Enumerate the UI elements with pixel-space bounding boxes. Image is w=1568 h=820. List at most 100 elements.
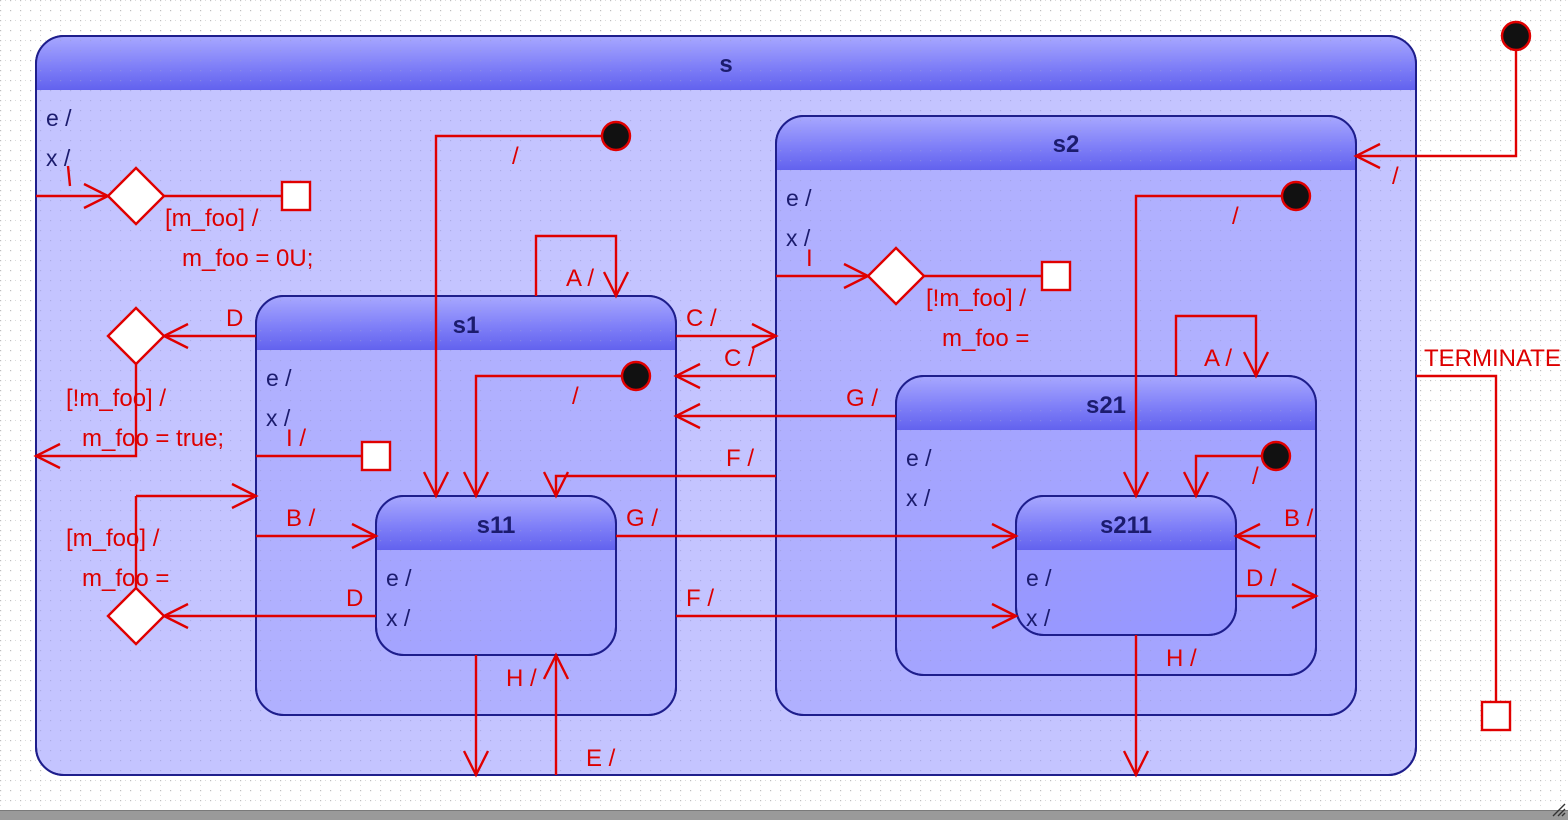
state-s11-entry: e /: [386, 565, 412, 591]
label-s211-D: D /: [1246, 565, 1277, 592]
status-bar: [0, 810, 1568, 820]
label-s2-choice-action: m_foo =: [942, 325, 1029, 352]
arrowhead-icon: [231, 482, 259, 510]
arrowhead-icon: [751, 322, 779, 350]
label-terminate: TERMINATE: [1424, 345, 1561, 372]
label-s2-choice-guard: [!m_foo] /: [926, 285, 1026, 312]
arrowhead-icon: [462, 750, 490, 778]
arrowhead-icon: [1353, 142, 1381, 170]
junction-square-icon[interactable]: [1040, 260, 1072, 292]
transitions-layer: [33, 36, 1518, 778]
resize-grip-icon[interactable]: [1550, 801, 1566, 817]
state-s1-title: s1: [453, 312, 480, 339]
junction-square-icon[interactable]: [360, 440, 392, 472]
label-s11-D-guard: [m_foo] /: [66, 525, 160, 552]
label-s-init: /: [512, 143, 519, 170]
label-s211-B: B /: [1284, 505, 1314, 532]
transition-labels: / / [m_foo] / m_foo = 0U; A / C / C / / …: [66, 143, 1561, 772]
arrowhead-icon: [33, 442, 61, 470]
state-s2-exit: x /: [786, 225, 811, 251]
label-s1-D: D: [226, 305, 243, 332]
initial-state-icon[interactable]: [1280, 180, 1312, 212]
initial-state-icon[interactable]: [600, 120, 632, 152]
tick-mark: [66, 165, 72, 187]
label-s1-F: F /: [686, 585, 714, 612]
label-s21-G: G /: [846, 385, 878, 412]
state-s21-title: s21: [1086, 392, 1126, 419]
state-s1-entry: e /: [266, 365, 292, 391]
state-s11-exit: x /: [386, 605, 411, 631]
arrowhead-icon: [542, 652, 570, 680]
arrowhead-icon: [602, 271, 630, 299]
initial-state-icon[interactable]: [1500, 20, 1532, 52]
state-s211-exit: x /: [1026, 605, 1051, 631]
label-s11-D: D: [346, 585, 363, 612]
label-s2-F1: F /: [726, 445, 754, 472]
junction-square-icon[interactable]: [280, 180, 312, 212]
state-s-exit: x /: [46, 145, 71, 171]
arrowhead-icon: [351, 522, 379, 550]
choice-diamond-icon[interactable]: [106, 166, 166, 226]
transition-s1-init[interactable]: [474, 374, 636, 496]
arrowhead-icon: [991, 522, 1019, 550]
arrowhead-icon: [673, 402, 701, 430]
label-s-choice-guard: [m_foo] /: [165, 205, 259, 232]
label-s1-B: B /: [286, 505, 316, 532]
pseudostates-layer: [106, 20, 1532, 732]
arrowhead-icon: [1233, 522, 1261, 550]
label-s-choice-action: m_foo = 0U;: [182, 245, 313, 272]
state-s2-entry: e /: [786, 185, 812, 211]
state-s1-exit: x /: [266, 405, 291, 431]
transition-s1-A[interactable]: [534, 234, 618, 296]
choice-diamond-icon[interactable]: [866, 246, 926, 306]
label-s1-init: /: [572, 383, 579, 410]
transition-s1-D-branch[interactable]: [36, 364, 138, 458]
terminate-square-icon[interactable]: [1480, 700, 1512, 732]
label-E: E /: [586, 745, 616, 772]
choice-diamond-icon[interactable]: [106, 306, 166, 366]
state-s211-entry: e /: [1026, 565, 1052, 591]
label-s2-C: C /: [724, 345, 755, 372]
state-s-title: s: [719, 51, 732, 78]
label-s1-A: A /: [566, 265, 594, 292]
label-s11-D-action: m_foo =: [82, 565, 169, 592]
transition-s-init[interactable]: [434, 134, 616, 496]
label-s1-D-guard: [!m_foo] /: [66, 385, 166, 412]
state-s211[interactable]: s211 e / x /: [1015, 495, 1237, 636]
state-s211-title: s211: [1100, 512, 1152, 539]
arrowhead-icon: [1242, 351, 1270, 379]
arrowhead-icon: [542, 471, 570, 499]
label-s211-H: H /: [1166, 645, 1197, 672]
label-s1-I: I /: [286, 425, 306, 452]
transition-s2-init[interactable]: [1134, 194, 1296, 496]
initial-state-icon[interactable]: [620, 360, 652, 392]
state-s21-entry: e /: [906, 445, 932, 471]
label-s11-G: G /: [626, 505, 658, 532]
arrowhead-icon: [422, 471, 450, 499]
choice-diamond-icon[interactable]: [106, 586, 166, 646]
arrowhead-icon: [1182, 471, 1210, 499]
transition-s2-F[interactable]: [554, 474, 776, 496]
arrowhead-icon: [1122, 471, 1150, 499]
state-s11-title: s11: [477, 512, 516, 539]
transition-s21-init[interactable]: [1194, 454, 1276, 496]
label-top-init: /: [1392, 163, 1399, 190]
label-s21-A: A /: [1204, 345, 1232, 372]
arrowhead-icon: [991, 602, 1019, 630]
initial-state-icon[interactable]: [1260, 440, 1292, 472]
transition-s21-A[interactable]: [1174, 314, 1258, 376]
label-s21-init: /: [1252, 463, 1259, 490]
label-s1-C: C /: [686, 305, 717, 332]
state-s2-title: s2: [1053, 131, 1080, 158]
label-s2-I: I: [806, 245, 813, 272]
arrowhead-icon: [1291, 582, 1319, 610]
transition-terminate[interactable]: [1416, 374, 1498, 702]
state-s21-exit: x /: [906, 485, 931, 511]
arrowhead-icon: [673, 362, 701, 390]
label-s11-H: H /: [506, 665, 537, 692]
state-s-entry: e /: [46, 105, 72, 131]
state-s11[interactable]: s11 e / x /: [375, 495, 617, 656]
arrowhead-icon: [1122, 750, 1150, 778]
transition-init-top[interactable]: [1356, 36, 1518, 158]
